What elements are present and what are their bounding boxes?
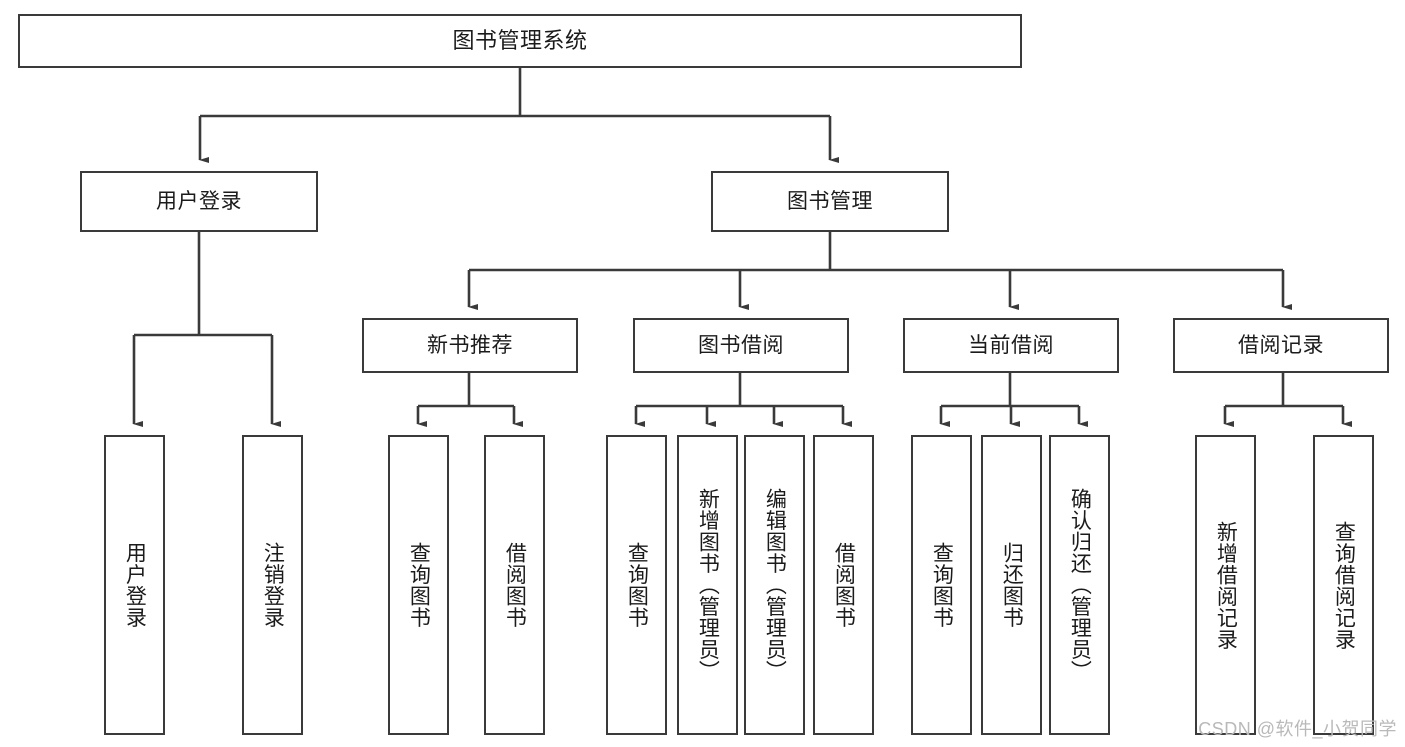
leaf-query-book-2-label: 查询图书 bbox=[625, 542, 649, 628]
node-current-borrow[interactable]: 当前借阅 bbox=[903, 318, 1119, 373]
node-book-manage-label: 图书管理 bbox=[787, 189, 873, 213]
leaf-edit-book[interactable]: 编辑图书（管理员） bbox=[744, 435, 805, 735]
leaf-edit-book-label: 编辑图书（管理员） bbox=[763, 488, 787, 682]
node-new-book-recommend-label: 新书推荐 bbox=[427, 333, 513, 357]
leaf-logout-login-label: 注销登录 bbox=[261, 542, 285, 628]
leaf-user-login[interactable]: 用户登录 bbox=[104, 435, 165, 735]
leaf-confirm-return-label: 确认归还（管理员） bbox=[1068, 488, 1092, 682]
leaf-add-record-label: 新增借阅记录 bbox=[1214, 520, 1238, 650]
node-user-login-label: 用户登录 bbox=[156, 189, 242, 213]
node-book-borrow-label: 图书借阅 bbox=[698, 333, 784, 357]
leaf-borrow-book-1-label: 借阅图书 bbox=[503, 542, 527, 628]
leaf-query-book-3[interactable]: 查询图书 bbox=[911, 435, 972, 735]
leaf-query-book-1-label: 查询图书 bbox=[407, 542, 431, 628]
leaf-borrow-book-2[interactable]: 借阅图书 bbox=[813, 435, 874, 735]
node-root-system[interactable]: 图书管理系统 bbox=[18, 14, 1022, 68]
leaf-add-book[interactable]: 新增图书（管理员） bbox=[677, 435, 738, 735]
leaf-query-book-2[interactable]: 查询图书 bbox=[606, 435, 667, 735]
node-borrow-record[interactable]: 借阅记录 bbox=[1173, 318, 1389, 373]
node-root-label: 图书管理系统 bbox=[452, 27, 588, 53]
node-user-login[interactable]: 用户登录 bbox=[80, 171, 318, 232]
csdn-watermark: CSDN @软件_小贺同学 bbox=[1198, 719, 1397, 739]
node-book-manage[interactable]: 图书管理 bbox=[711, 171, 949, 232]
node-new-book-recommend[interactable]: 新书推荐 bbox=[362, 318, 578, 373]
node-book-borrow[interactable]: 图书借阅 bbox=[633, 318, 849, 373]
node-borrow-record-label: 借阅记录 bbox=[1238, 333, 1324, 357]
leaf-return-book-label: 归还图书 bbox=[1000, 542, 1024, 628]
leaf-logout-login[interactable]: 注销登录 bbox=[242, 435, 303, 735]
leaf-return-book[interactable]: 归还图书 bbox=[981, 435, 1042, 735]
leaf-query-record[interactable]: 查询借阅记录 bbox=[1313, 435, 1374, 735]
leaf-query-book-1[interactable]: 查询图书 bbox=[388, 435, 449, 735]
leaf-confirm-return[interactable]: 确认归还（管理员） bbox=[1049, 435, 1110, 735]
leaf-user-login-label: 用户登录 bbox=[123, 542, 147, 628]
leaf-add-book-label: 新增图书（管理员） bbox=[696, 488, 720, 682]
leaf-add-record[interactable]: 新增借阅记录 bbox=[1195, 435, 1256, 735]
leaf-query-record-label: 查询借阅记录 bbox=[1332, 520, 1356, 650]
leaf-borrow-book-2-label: 借阅图书 bbox=[832, 542, 856, 628]
leaf-borrow-book-1[interactable]: 借阅图书 bbox=[484, 435, 545, 735]
node-current-borrow-label: 当前借阅 bbox=[968, 333, 1054, 357]
leaf-query-book-3-label: 查询图书 bbox=[930, 542, 954, 628]
